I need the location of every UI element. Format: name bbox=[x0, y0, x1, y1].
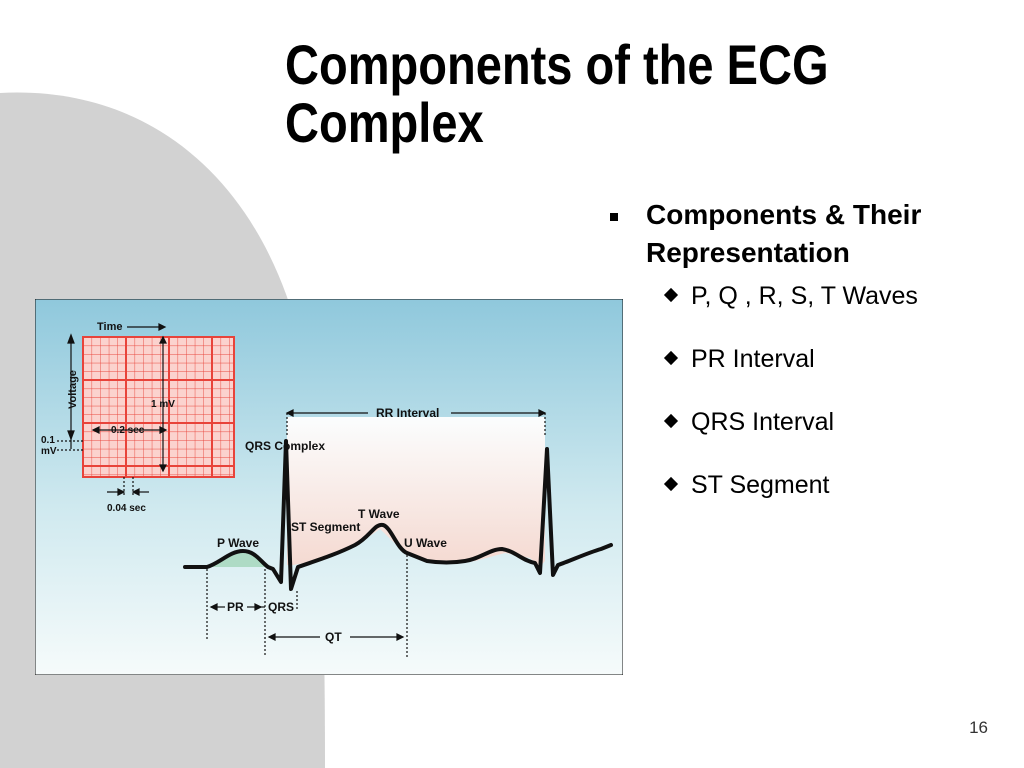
label-time: Time bbox=[97, 321, 122, 333]
label-qrs-complex: QRS Complex bbox=[245, 439, 325, 453]
diamond-bullet-icon bbox=[663, 413, 679, 429]
label-1-mv: 1 mV bbox=[151, 399, 175, 410]
label-qrs: QRS bbox=[268, 600, 294, 614]
label-rr-interval: RR Interval bbox=[376, 406, 439, 420]
bullet-main-line-2: Representation bbox=[646, 237, 850, 268]
label-mv: mV bbox=[41, 446, 57, 457]
grid-annotations bbox=[57, 323, 168, 497]
title-line-2: Complex bbox=[285, 91, 484, 154]
square-bullet-icon bbox=[610, 213, 618, 221]
ecg-diagram: Time Voltage 1 mV 0.2 sec 0.1 mV 0.04 se… bbox=[35, 299, 623, 675]
interval-brackets bbox=[206, 555, 408, 657]
sub-bullet-text: PR Interval bbox=[691, 345, 815, 373]
sub-bullet-text: P, Q , R, S, T Waves bbox=[691, 282, 918, 310]
sub-bullet-qrs-interval: QRS Interval bbox=[608, 406, 1008, 469]
sub-bullet-text: ST Segment bbox=[691, 471, 830, 499]
label-voltage: Voltage bbox=[67, 370, 79, 409]
rr-interval-arrow bbox=[285, 409, 547, 435]
rr-interval-region bbox=[287, 417, 545, 567]
bullet-list: Components & Their Representation P, Q ,… bbox=[608, 196, 1008, 532]
slide-title: Components of the ECG Complex bbox=[285, 36, 873, 152]
bullet-main-line-1: Components & Their bbox=[646, 199, 922, 230]
label-0-1: 0.1 bbox=[41, 435, 55, 446]
label-u-wave: U Wave bbox=[404, 536, 447, 550]
diamond-bullet-icon bbox=[663, 476, 679, 492]
diamond-bullet-icon bbox=[663, 287, 679, 303]
sub-bullet-text: QRS Interval bbox=[691, 408, 835, 436]
label-0-2-sec: 0.2 sec bbox=[111, 425, 145, 436]
sub-bullet-st-segment: ST Segment bbox=[608, 469, 1008, 532]
label-pr: PR bbox=[227, 600, 244, 614]
ecg-trace bbox=[183, 439, 613, 591]
label-0-04-sec: 0.04 sec bbox=[107, 503, 146, 514]
sub-bullet-list: P, Q , R, S, T Waves PR Interval QRS Int… bbox=[608, 280, 1008, 532]
bullet-main: Components & Their Representation bbox=[608, 196, 1008, 272]
label-qt: QT bbox=[325, 630, 342, 644]
label-t-wave: T Wave bbox=[358, 507, 400, 521]
diamond-bullet-icon bbox=[663, 350, 679, 366]
page-number: 16 bbox=[969, 718, 988, 737]
label-p-wave: P Wave bbox=[217, 536, 259, 550]
ecg-grid bbox=[82, 336, 235, 478]
sub-bullet-waves: P, Q , R, S, T Waves bbox=[608, 280, 1008, 343]
sub-bullet-pr-interval: PR Interval bbox=[608, 343, 1008, 406]
label-st-segment: ST Segment bbox=[291, 520, 360, 534]
title-line-1: Components of the ECG bbox=[285, 33, 829, 96]
